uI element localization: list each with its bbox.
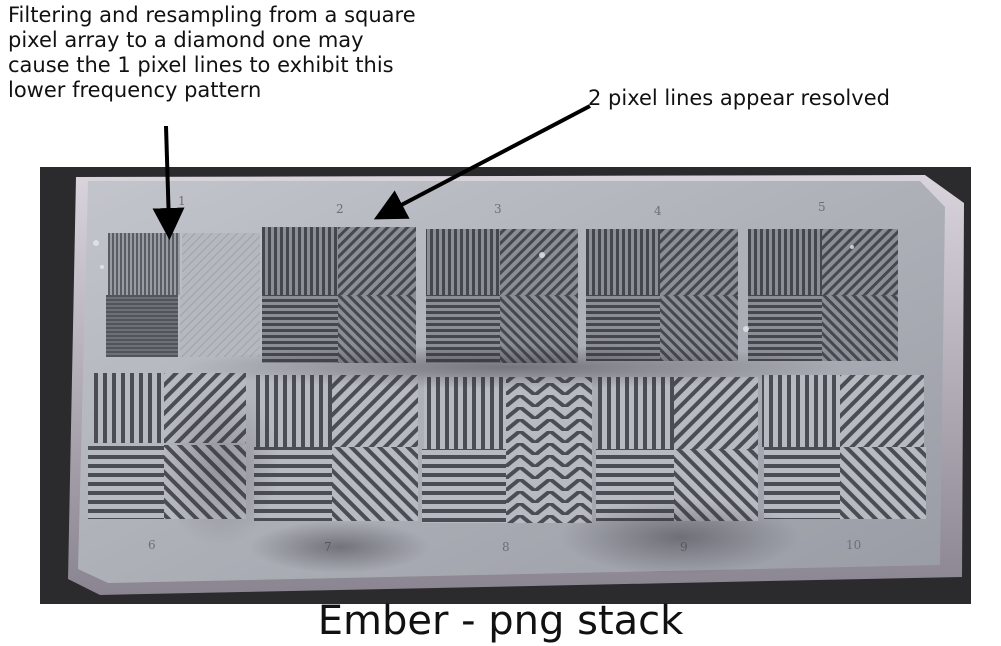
svg-text:3: 3 [494,202,502,216]
svg-text:1: 1 [178,194,186,208]
svg-text:6: 6 [148,538,156,552]
caption: Ember - png stack [317,598,684,644]
photo-resolution-test-plate: 123 45 678 910 [40,167,971,604]
svg-text:4: 4 [654,204,662,218]
annotation-one-pixel-lines: Filtering and resampling from a square p… [8,3,416,102]
photo-svg: 123 45 678 910 [40,167,971,604]
svg-text:10: 10 [846,538,861,552]
svg-text:5: 5 [818,200,826,214]
svg-text:8: 8 [502,540,510,554]
annotation-two-pixel-lines: 2 pixel lines appear resolved [588,86,890,110]
svg-text:2: 2 [336,202,344,216]
